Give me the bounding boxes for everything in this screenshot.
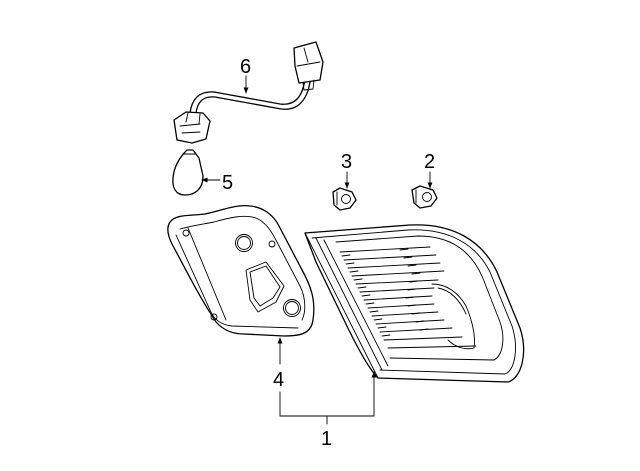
cover-plate-part [167,204,315,337]
wire-harness-part [173,41,324,144]
callout-5: 5 [222,172,233,194]
retainer-nut-part-3 [332,187,357,211]
callout-1: 1 [321,428,332,450]
tail-lamp-assembly [304,224,525,383]
callout-4: 4 [273,369,284,391]
callout-leaders [201,75,433,425]
lens-ribs [339,246,477,349]
callout-3: 3 [341,151,352,173]
callout-6: 6 [240,56,251,78]
callout-2: 2 [424,151,435,173]
bulb-part [172,149,204,196]
retainer-nut-part-2 [411,185,438,209]
